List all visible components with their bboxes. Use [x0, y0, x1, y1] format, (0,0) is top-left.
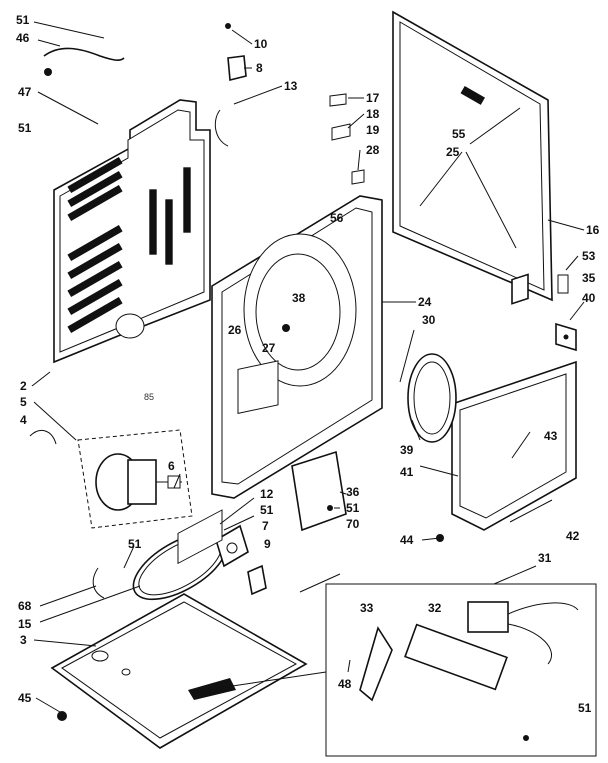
idler-pulley-part — [215, 524, 267, 596]
callout-42: 42 — [566, 529, 580, 543]
motor-assembly-box — [77, 429, 193, 529]
callout-41: 41 — [400, 465, 414, 479]
callout-26: 26 — [228, 323, 242, 337]
callout-36: 36 — [346, 485, 360, 499]
callout-13: 13 — [284, 79, 298, 93]
door-part — [451, 273, 577, 531]
callout-51: 51 — [260, 503, 274, 517]
callout-51: 51 — [578, 701, 592, 715]
callout-51: 51 — [16, 13, 30, 27]
callout-27: 27 — [262, 341, 276, 355]
vent-slots — [67, 156, 191, 334]
callout-44: 44 — [400, 533, 414, 547]
callout-3: 3 — [20, 633, 27, 647]
callout-68: 68 — [18, 599, 32, 613]
callout-2: 2 — [20, 379, 27, 393]
callout-33: 33 — [360, 601, 374, 615]
callout-35: 35 — [582, 271, 596, 285]
callout-labels: 51 46 47 51 10 8 13 17 18 19 28 55 25 16… — [16, 13, 600, 715]
callout-39: 39 — [400, 443, 414, 457]
callout-7: 7 — [262, 519, 269, 533]
note-85: 85 — [144, 392, 154, 402]
front-panel-part — [211, 195, 383, 499]
callout-56: 56 — [330, 211, 344, 225]
callout-18: 18 — [366, 107, 380, 121]
callout-53: 53 — [582, 249, 596, 263]
callout-38: 38 — [292, 291, 306, 305]
callout-51: 51 — [346, 501, 360, 515]
base-part — [50, 509, 327, 749]
top-panel-part — [392, 10, 553, 302]
callout-45: 45 — [18, 691, 32, 705]
callout-43: 43 — [544, 429, 558, 443]
callout-28: 28 — [366, 143, 380, 157]
callout-70: 70 — [346, 517, 360, 531]
callout-17: 17 — [366, 91, 380, 105]
callout-31: 31 — [538, 551, 552, 565]
rear-panel-part — [53, 99, 211, 364]
door-seal-part — [407, 353, 457, 443]
callout-47: 47 — [18, 85, 32, 99]
callout-9: 9 — [264, 537, 271, 551]
heater-subassembly-box — [325, 583, 597, 757]
callout-5: 5 — [20, 395, 27, 409]
lint-screen-part — [291, 450, 347, 532]
callout-4: 4 — [20, 413, 27, 427]
callout-51: 51 — [128, 537, 142, 551]
callout-48: 48 — [338, 677, 352, 691]
hinge-part — [555, 322, 577, 352]
leader-lines — [31, 21, 585, 713]
callout-6: 6 — [168, 459, 175, 473]
screw-parts — [29, 23, 444, 721]
callout-8: 8 — [256, 61, 263, 75]
callout-51: 51 — [18, 121, 32, 135]
callout-55: 55 — [452, 127, 466, 141]
callout-40: 40 — [582, 291, 596, 305]
callout-12: 12 — [260, 487, 274, 501]
callout-46: 46 — [16, 31, 30, 45]
callout-30: 30 — [422, 313, 436, 327]
callout-25: 25 — [446, 145, 460, 159]
callout-15: 15 — [18, 617, 32, 631]
hinge-bracket-part — [557, 274, 569, 294]
callout-24: 24 — [418, 295, 432, 309]
callout-10: 10 — [254, 37, 268, 51]
callout-32: 32 — [428, 601, 442, 615]
callout-19: 19 — [366, 123, 380, 137]
callout-16: 16 — [586, 223, 600, 237]
